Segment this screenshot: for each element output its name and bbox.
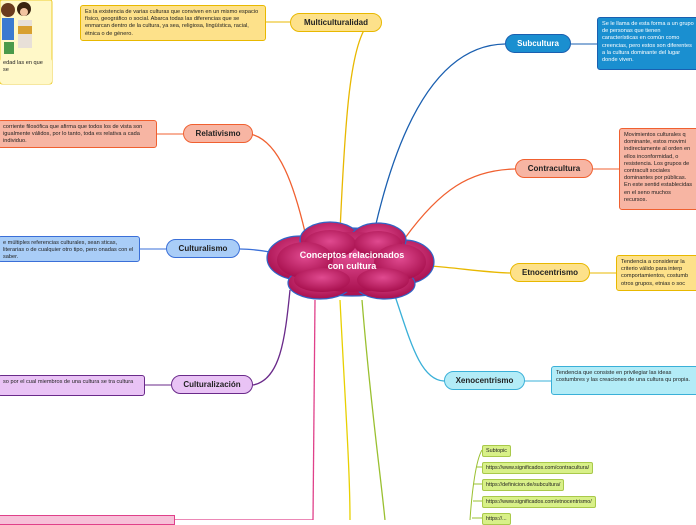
topic-culturalizacion[interactable]: Culturalización: [171, 375, 253, 394]
connector-link-branch: [469, 449, 483, 520]
note-relativismo: corriente filosófica que afirma que todo…: [0, 120, 157, 148]
topic-culturalizacion-label: Culturalización: [183, 380, 241, 389]
subtopic-link[interactable]: Subtopic: [482, 445, 511, 457]
topic-multiculturalidad[interactable]: Multiculturalidad: [290, 13, 382, 32]
note-culturalismo: e múltiples referencias culturales, sean…: [0, 236, 140, 262]
topic-contracultura-label: Contracultura: [527, 164, 581, 173]
topic-relativismo[interactable]: Relativismo: [183, 124, 253, 143]
topic-contracultura[interactable]: Contracultura: [515, 159, 593, 178]
connector-culturalismo: [239, 248, 271, 253]
connector-multiculturalidad: [339, 21, 371, 233]
topic-etnocentrismo[interactable]: Etnocentrismo: [510, 263, 590, 282]
topic-culturalismo[interactable]: Culturalismo: [166, 239, 240, 258]
note-multiculturalidad: Es la existencia de varias culturas que …: [80, 5, 266, 41]
subtopic-link[interactable]: https://www.significados.com/etnocentris…: [482, 496, 596, 508]
note-xenocentrismo: Tendencia que consiste en privilegiar la…: [551, 366, 696, 395]
central-topic-label[interactable]: Conceptos relacionados con cultura: [299, 250, 405, 271]
subtopic-link[interactable]: https://definicion.de/subcultura/: [482, 479, 565, 491]
connector-bottom-pink: [312, 299, 316, 520]
topic-multiculturalidad-label: Multiculturalidad: [304, 18, 368, 27]
connector-xenocentrismo: [394, 295, 445, 382]
note-etnocentrismo: Tendencia a considerar la criterio válid…: [616, 255, 696, 291]
topic-subcultura[interactable]: Subcultura: [505, 34, 571, 53]
connector-contracultura: [404, 168, 516, 239]
connector-etnocentrismo: [429, 265, 511, 274]
connector-bottom-yellow: [339, 299, 351, 520]
connector-links: [361, 299, 386, 520]
topic-culturalismo-label: Culturalismo: [178, 244, 228, 253]
topic-subcultura-label: Subcultura: [517, 39, 559, 48]
connector-culturalizacion: [252, 289, 291, 386]
topic-xenocentrismo-label: Xenocentrismo: [455, 376, 514, 385]
connector-relativismo: [249, 133, 306, 233]
connector-subcultura: [374, 43, 506, 229]
topic-etnocentrismo-label: Etnocentrismo: [521, 268, 578, 277]
image-caption: edad las en que se: [0, 58, 52, 84]
note-subcultura: Se le llama de esta forma a un grupo de …: [597, 17, 696, 70]
subtopic-link[interactable]: https://...: [482, 513, 511, 525]
partial-note-bottom-left: [0, 515, 175, 525]
note-culturalizacion: so por el cual miembros de una cultura s…: [0, 375, 145, 396]
topic-relativismo-label: Relativismo: [195, 129, 241, 138]
subtopic-link[interactable]: https://www.significados.com/contracultu…: [482, 462, 594, 474]
topic-xenocentrismo[interactable]: Xenocentrismo: [444, 371, 525, 390]
note-contracultura: Movimientos culturales q dominante, esto…: [619, 128, 696, 210]
